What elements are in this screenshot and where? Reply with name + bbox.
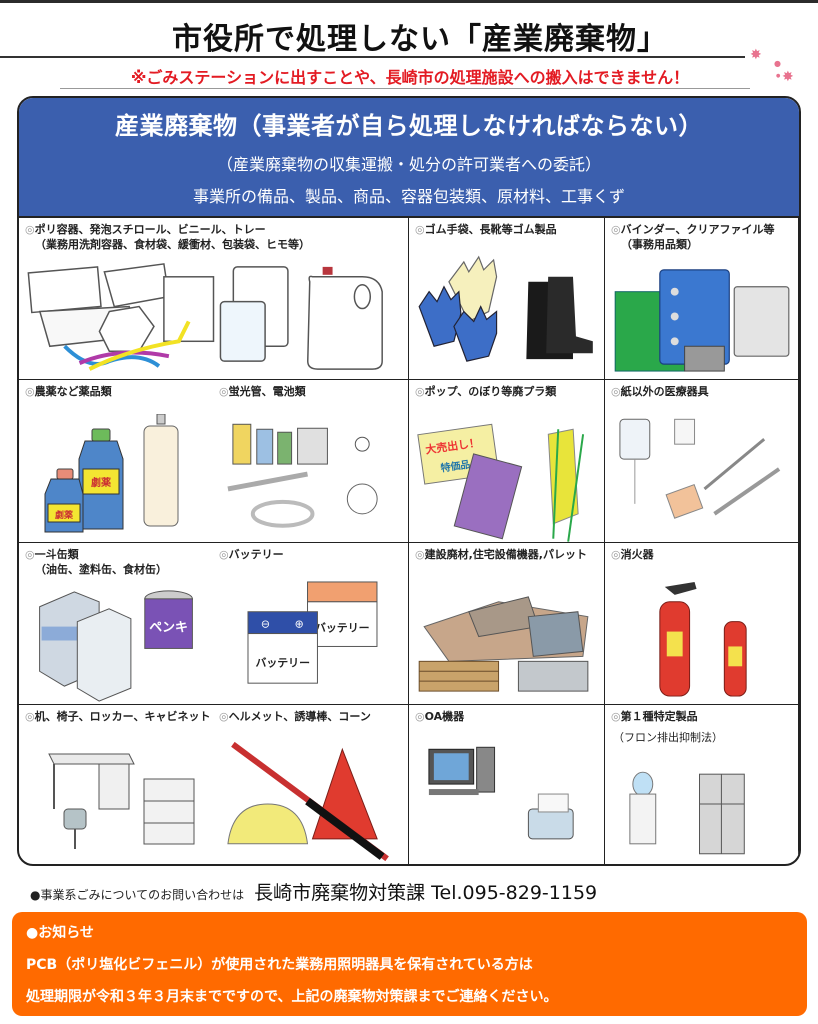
category-label: バインダー、クリアファイル等 (620, 223, 775, 236)
sparkle-icon: ● (776, 73, 781, 79)
category-label: ポップ、のぼり等廃プラ類 (424, 385, 557, 398)
category-label: ゴム手袋、長靴等ゴム製品 (424, 223, 557, 236)
fluorescent-tube-battery-icon (213, 414, 408, 542)
plastic-containers-icon (19, 252, 408, 379)
category-label: 農薬など薬品類 (34, 385, 112, 398)
panel-title: 産業廃棄物（事業者が自ら処理しなければならない） (115, 112, 703, 140)
svg-text:バッテリー: バッテリー (255, 656, 310, 669)
cans-icon: ペンキ (19, 577, 213, 704)
industrial-waste-panel: 産業廃棄物（事業者が自ら処理しなければならない） （産業廃棄物の収集運搬・処分の… (17, 96, 801, 866)
office-furniture-icon (19, 739, 213, 864)
fire-extinguisher-icon (605, 577, 798, 704)
category-pop-banners: ◎ポップ、のぼり等廃プラ類 大売出し！ 特価品 (409, 380, 605, 543)
category-binder: ◎バインダー、クリアファイル等 （事務用品類） (605, 218, 799, 380)
pop-banner-icon: 大売出し！ 特価品 (409, 414, 604, 542)
category-label: 机、椅子、ロッカー、キャビネット (34, 710, 211, 723)
category-label: 建設廃材,住宅設備機器,パレット (424, 548, 587, 561)
svg-text:バッテリー: バッテリー (315, 622, 370, 635)
notice-title: ●お知らせ (26, 925, 94, 941)
sparkle-icon: ● (774, 59, 781, 68)
category-label: 蛍光管、電池類 (228, 385, 306, 398)
contact-phone[interactable]: Tel.095-829-1159 (431, 882, 598, 904)
contact-department: 長崎市廃棄物対策課 (254, 882, 426, 904)
category-label: 一斗缶類 (34, 548, 79, 561)
title-underline (0, 56, 745, 58)
category-note: （業務用洗剤容器、食材袋、緩衝材、包装袋、ヒモ等） (35, 238, 310, 251)
category-label: 消火器 (620, 548, 654, 561)
contact-lead: ●事業系ごみについてのお問い合わせは (30, 888, 245, 902)
category-note: （事務用品類） (621, 238, 698, 251)
svg-text:⊖: ⊖ (261, 618, 270, 631)
panel-header: 産業廃棄物（事業者が自ら処理しなければならない） （産業廃棄物の収集運搬・処分の… (19, 98, 799, 216)
category-fluorocarbon: ◎第１種特定製品 （フロン排出抑制法） (605, 705, 799, 864)
notice-line-2: 処理期限が令和３年３月末までですので、上記の廃棄物対策課までご連絡ください。 (26, 989, 558, 1005)
category-rubber: ◎ゴム手袋、長靴等ゴム製品 (409, 218, 605, 380)
category-label: バッテリー (228, 548, 284, 561)
sparkle-icon: ✸ (782, 69, 794, 85)
category-label: ヘルメット、誘導棒、コーン (228, 710, 371, 723)
category-label: ポリ容器、発泡スチロール、ビニール、トレー (34, 223, 266, 236)
category-construction: ◎建設廃材,住宅設備機器,パレット (409, 543, 605, 705)
helmet-cone-icon (213, 739, 408, 864)
svg-text:ペンキ: ペンキ (149, 621, 188, 636)
sparkle-icon: ✸ (750, 47, 762, 63)
category-extinguisher: ◎消火器 (605, 543, 799, 705)
notice-line-1: PCB（ポリ塩化ビフェニル）が使用された業務用照明器具を保有されている方は (26, 957, 533, 973)
category-note: （フロン排出抑制法） (613, 731, 723, 744)
category-label: 紙以外の医療器具 (620, 385, 709, 398)
page-title: 市役所で処理しない「産業廃棄物」 (172, 22, 668, 57)
category-battery: ◎バッテリー バッテリー ⊖⊕ バッテリー (213, 543, 409, 705)
car-battery-icon: バッテリー ⊖ ⊕ バッテリー (213, 577, 408, 704)
top-rule (0, 0, 818, 3)
rubber-gloves-boots-icon (409, 252, 604, 379)
category-label: OA機器 (424, 710, 465, 723)
svg-text:⊕: ⊕ (295, 618, 304, 631)
refrigerator-icon (605, 749, 798, 864)
svg-text:特価品: 特価品 (440, 458, 471, 475)
category-note: （油缶、塗料缶、食材缶） (35, 563, 167, 576)
medical-tools-icon (605, 414, 798, 542)
construction-waste-icon (409, 577, 604, 704)
oa-equipment-icon (409, 739, 604, 864)
binder-icon (605, 252, 798, 379)
warning-text: ※ごみステーションに出すことや、長崎市の処理施設への搬入はできません！ (130, 68, 690, 87)
category-cans: ◎一斗缶類 （油缶、塗料缶、食材缶） ペンキ (19, 543, 213, 705)
category-chemicals: ◎農薬など薬品類 劇薬 劇薬 (19, 380, 213, 543)
category-label: 第１種特定製品 (620, 710, 698, 723)
poison-label: 劇薬 (91, 476, 112, 489)
panel-examples: 事業所の備品、製品、商品、容器包装類、原材料、工事くず (192, 187, 625, 206)
category-grid: ◎ポリ容器、発泡スチロール、ビニール、トレー （業務用洗剤容器、食材袋、緩衝材、… (19, 216, 799, 864)
warning-underline (60, 88, 750, 89)
category-medical: ◎紙以外の医療器具 (605, 380, 799, 543)
svg-text:劇薬: 劇薬 (55, 509, 74, 521)
category-oa: ◎OA機器 (409, 705, 605, 864)
chemical-bottles-icon: 劇薬 劇薬 (19, 413, 213, 542)
category-fluorescent: ◎蛍光管、電池類 (213, 380, 409, 543)
notice-box: ●お知らせ PCB（ポリ塩化ビフェニル）が使用された業務用照明器具を保有されてい… (12, 912, 807, 1016)
category-helmet-cone: ◎ヘルメット、誘導棒、コーン (213, 705, 409, 864)
category-furniture: ◎机、椅子、ロッカー、キャビネット (19, 705, 213, 864)
category-plastic: ◎ポリ容器、発泡スチロール、ビニール、トレー （業務用洗剤容器、食材袋、緩衝材、… (19, 218, 409, 380)
panel-subtitle: （産業廃棄物の収集運搬・処分の許可業者への委託） (216, 155, 601, 174)
